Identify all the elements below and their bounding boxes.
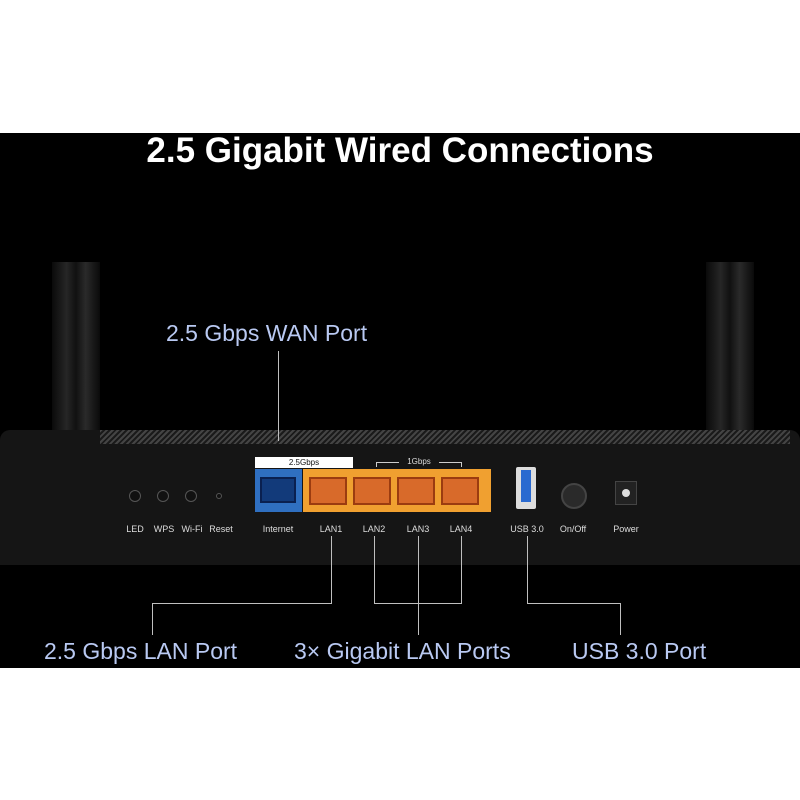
speed-25-label: 2.5Gbps (255, 457, 353, 468)
label-lan2: LAN2 (362, 524, 386, 534)
lan-gig-leader-h (374, 603, 462, 604)
lan1-leader-h (152, 603, 332, 604)
usb-leader-h (527, 603, 620, 604)
speed-1-label: 1Gbps (399, 457, 439, 466)
lan2-port (353, 477, 391, 505)
lan-port-block (303, 469, 491, 512)
label-usb: USB 3.0 (510, 524, 544, 534)
wan-port-callout: 2.5 Gbps WAN Port (166, 320, 368, 346)
label-reset: Reset (209, 524, 233, 534)
lan25-callout: 2.5 Gbps LAN Port (44, 638, 238, 664)
lan1-port (309, 477, 347, 505)
lan4-leader (461, 536, 462, 604)
usb-callout: USB 3.0 Port (572, 638, 707, 664)
usb-port (516, 467, 536, 509)
label-led: LED (126, 524, 144, 534)
product-image: 2.5 Gigabit Wired Connections 2.5 Gbps W… (0, 133, 800, 668)
power-jack (615, 481, 637, 505)
wps-button (157, 490, 169, 502)
lan1-leader (331, 536, 332, 604)
lan3-port (397, 477, 435, 505)
wan-leader-line (278, 351, 279, 441)
power-switch (561, 483, 587, 509)
router-vent-grille (100, 430, 790, 444)
gigabit-lan-callout: 3× Gigabit LAN Ports (294, 638, 511, 664)
label-lan4: LAN4 (449, 524, 473, 534)
headline: 2.5 Gigabit Wired Connections (146, 133, 654, 170)
label-lan1: LAN1 (319, 524, 343, 534)
led-button (129, 490, 141, 502)
wifi-button (185, 490, 197, 502)
lan2-leader (374, 536, 375, 604)
usb-leader-down (620, 603, 621, 635)
label-wifi: Wi-Fi (181, 524, 203, 534)
wan-port (255, 469, 302, 512)
label-lan3: LAN3 (406, 524, 430, 534)
lan4-port (441, 477, 479, 505)
lan3-leader (418, 536, 419, 635)
label-power: Power (613, 524, 639, 534)
usb-leader (527, 536, 528, 604)
label-wps: WPS (153, 524, 175, 534)
lan1-leader-down (152, 603, 153, 635)
label-onoff: On/Off (559, 524, 587, 534)
reset-hole (216, 493, 222, 499)
label-internet: Internet (262, 524, 294, 534)
